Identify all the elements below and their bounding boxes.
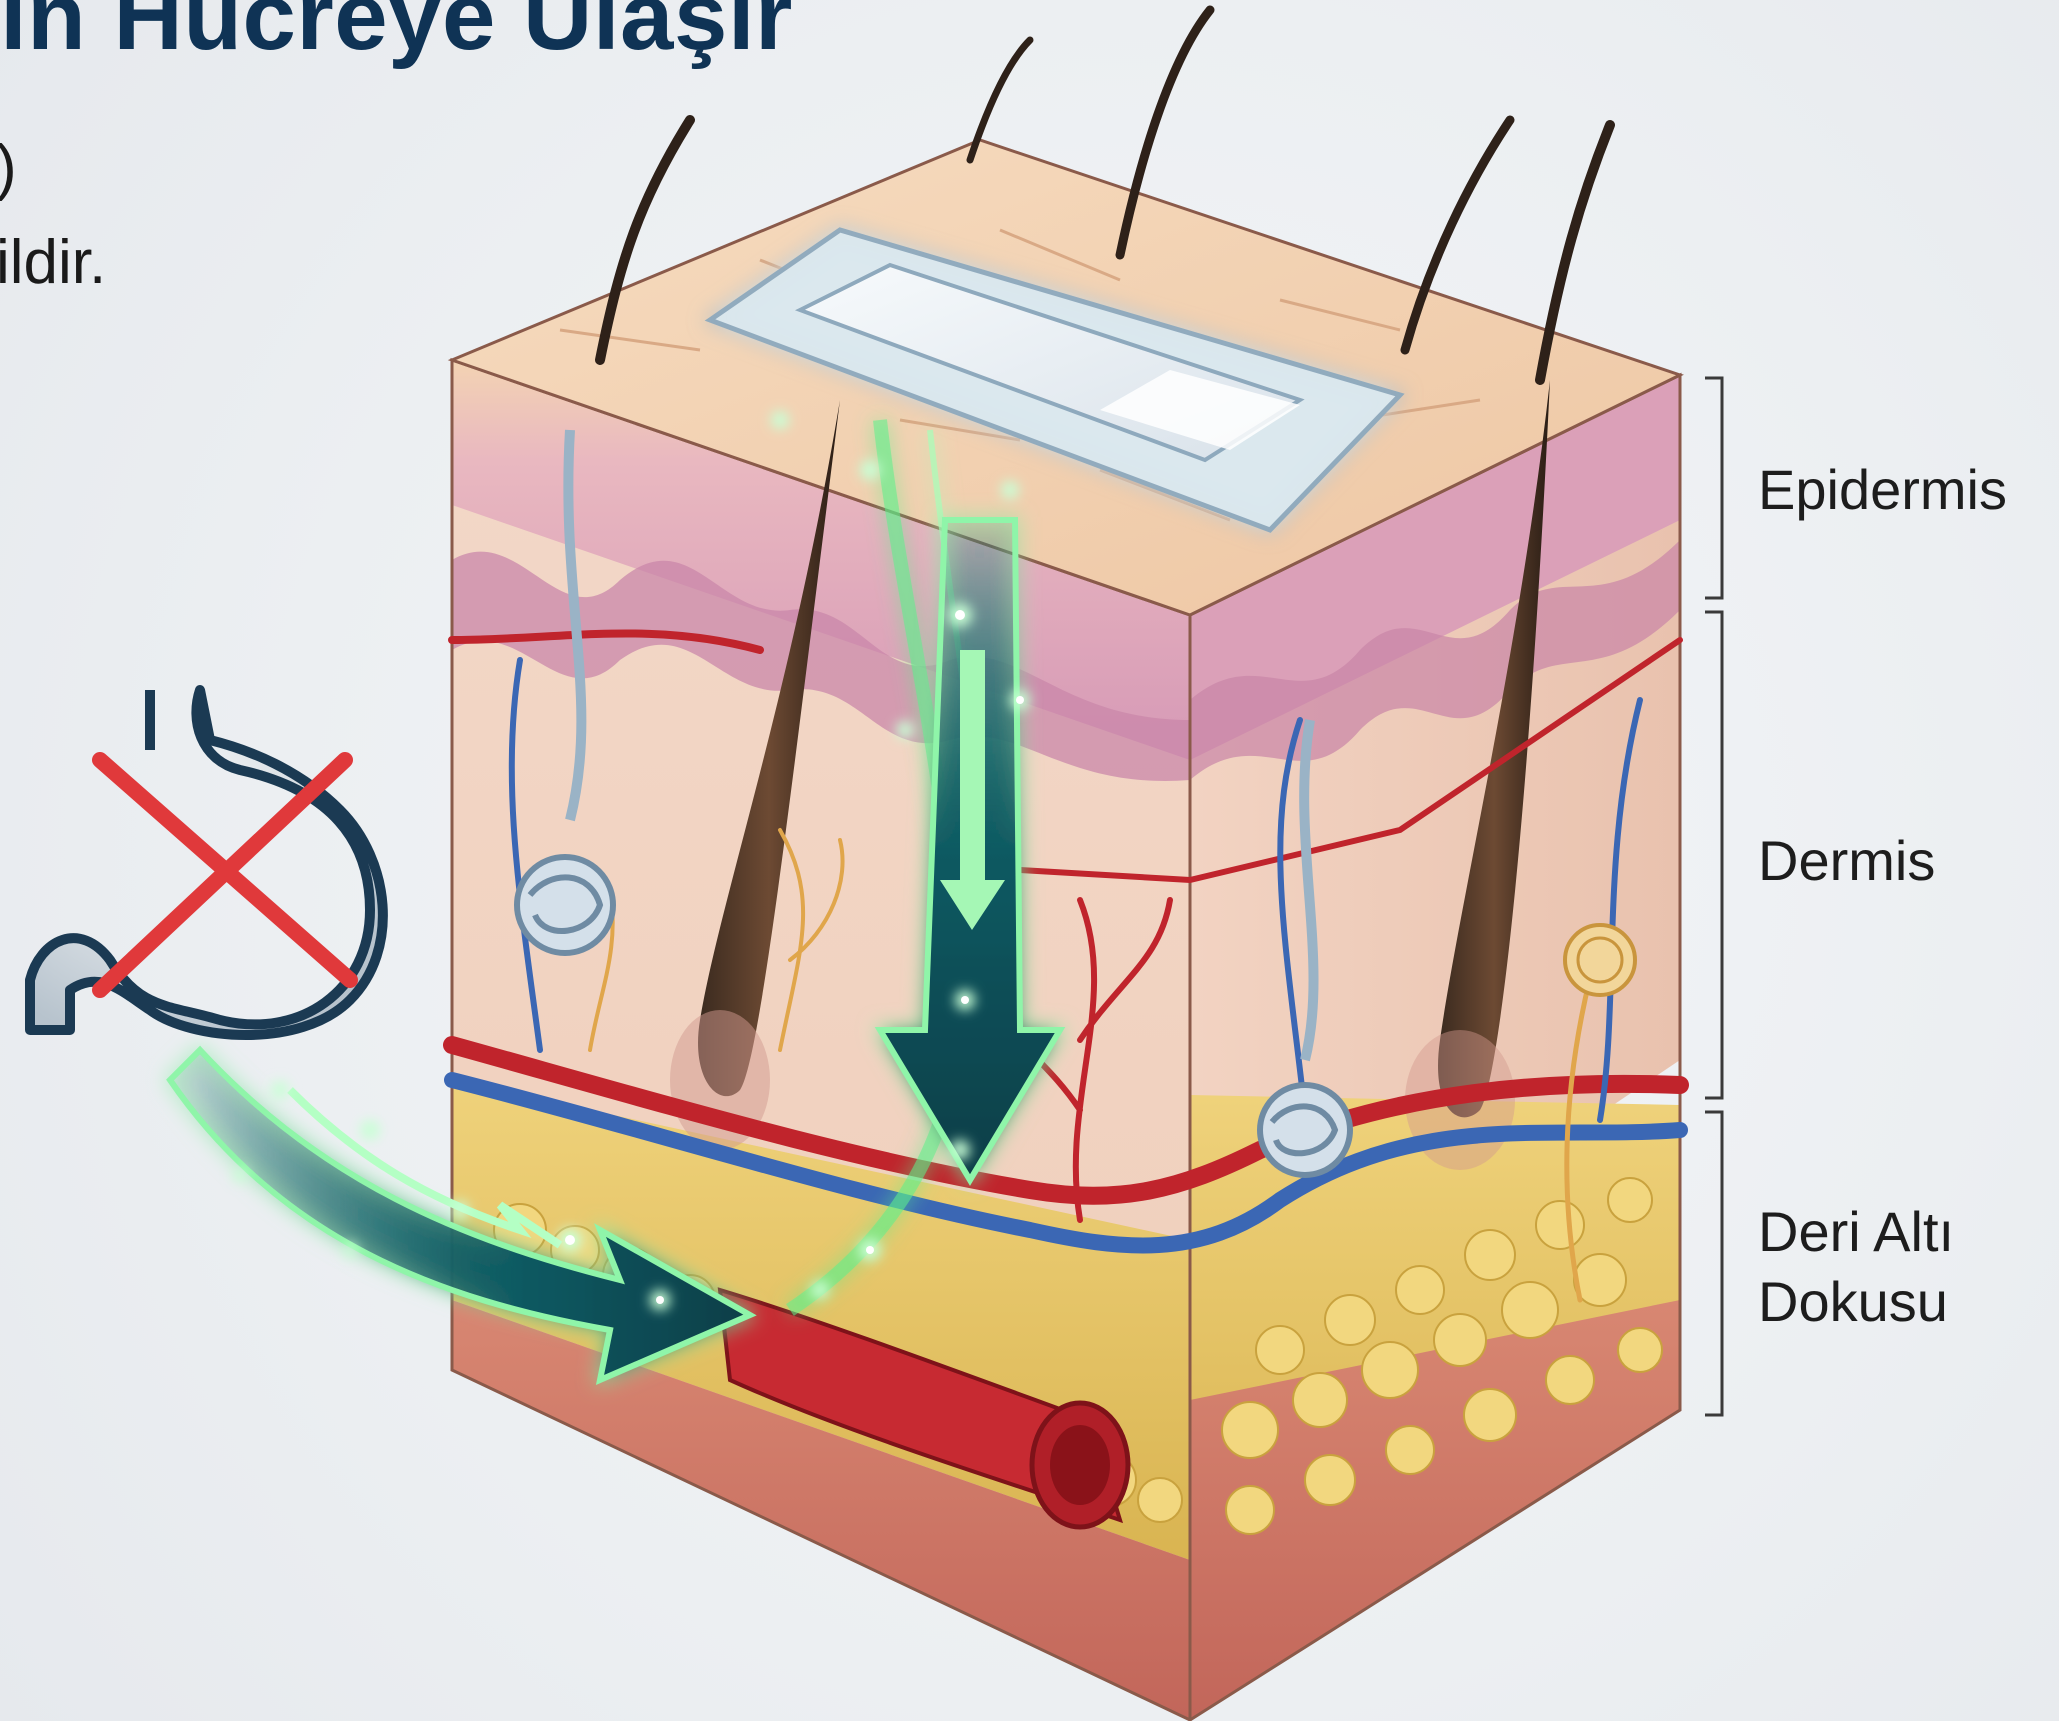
pacinian-corpuscle: [1565, 925, 1635, 995]
epidermis-label: Epidermis: [1758, 455, 2007, 525]
subcutaneous-label-line-2: Dokusu: [1758, 1267, 1948, 1337]
subcutaneous-label-line-1: Deri Altı: [1758, 1197, 1954, 1267]
layer-brackets: [1705, 378, 1722, 1415]
dermis-label: Dermis: [1758, 826, 1935, 896]
cross-mark-icon: [100, 760, 350, 990]
